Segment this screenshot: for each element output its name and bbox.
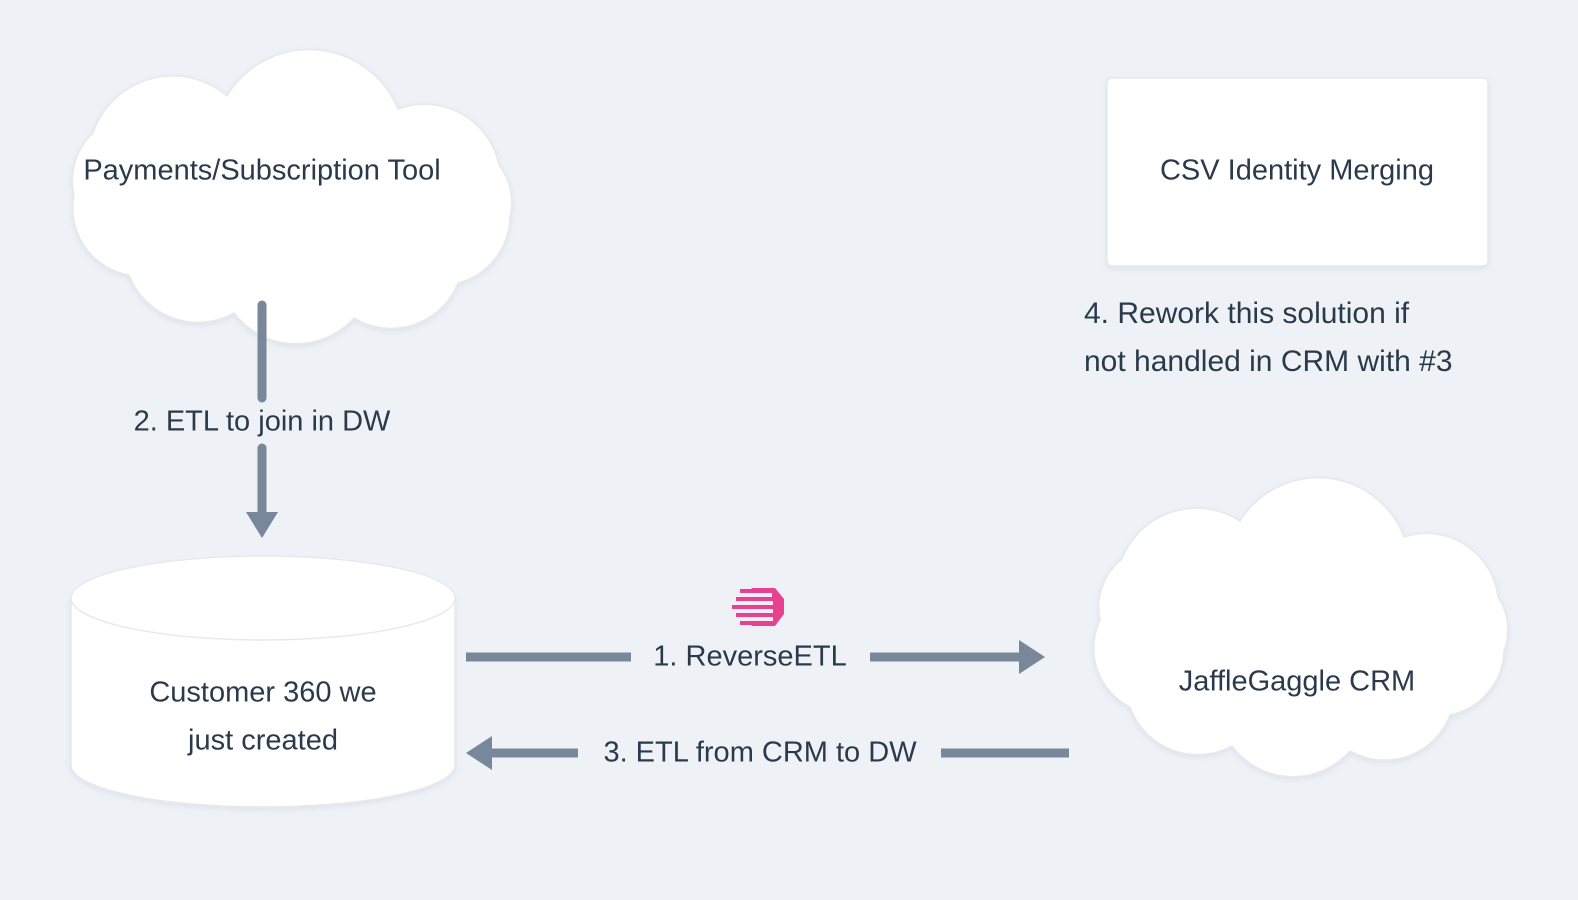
hightouch-stripe-2 — [739, 601, 773, 605]
hightouch-stripe-4 — [739, 617, 773, 621]
hightouch-bar-4 — [736, 613, 774, 617]
node-jafflegaggle-crm[interactable]: JaffleGaggle CRM — [1093, 477, 1509, 778]
etl-join-arrowhead-down — [246, 512, 278, 538]
hightouch-bar-5 — [740, 621, 773, 625]
node-customer-360-warehouse[interactable]: Customer 360 we just created — [70, 555, 456, 808]
etl-from-crm-label: 3. ETL from CRM to DW — [603, 737, 917, 769]
warehouse-cylinder-top — [70, 555, 456, 641]
hightouch-stripe-3 — [735, 609, 773, 613]
payments-cloud-label: Payments/Subscription Tool — [83, 155, 440, 187]
hightouch-bar-3 — [732, 605, 774, 609]
crm-cloud-label: JaffleGaggle CRM — [1179, 666, 1415, 698]
payments-cloud-shape — [71, 48, 513, 345]
edge-reverse-etl[interactable]: 1. ReverseETL — [466, 640, 1045, 674]
rework-note-line-2: not handled in CRM with #3 — [1084, 345, 1453, 378]
edge-etl-to-join-in-dw[interactable]: 2. ETL to join in DW — [134, 300, 391, 538]
csv-box-shape — [1106, 77, 1489, 267]
node-csv-identity-merging[interactable]: CSV Identity Merging — [1106, 77, 1489, 267]
warehouse-label-line-1: Customer 360 we — [149, 677, 376, 709]
etl-join-label: 2. ETL to join in DW — [134, 406, 391, 438]
hightouch-bar-1 — [740, 589, 772, 593]
crm-cloud-shape — [1093, 477, 1509, 778]
rework-note-line-1: 4. Rework this solution if — [1084, 297, 1410, 330]
reverse-etl-arrowhead-right — [1019, 640, 1045, 674]
warehouse-label-line-2: just created — [187, 725, 338, 757]
warehouse-cylinder-body — [70, 597, 456, 808]
hightouch-stripe-1 — [744, 593, 772, 597]
hightouch-logo-icon — [732, 588, 784, 626]
csv-box-label: CSV Identity Merging — [1160, 155, 1434, 187]
reverse-etl-label: 1. ReverseETL — [653, 641, 846, 673]
edge-etl-from-crm-to-dw[interactable]: 3. ETL from CRM to DW — [466, 736, 1069, 770]
etl-from-crm-arrowhead-left — [466, 736, 492, 770]
node-payments-subscription-tool[interactable]: Payments/Subscription Tool — [71, 48, 513, 345]
annotation-rework-note: 4. Rework this solution if not handled i… — [1084, 297, 1453, 378]
hightouch-bar-2 — [736, 597, 773, 601]
